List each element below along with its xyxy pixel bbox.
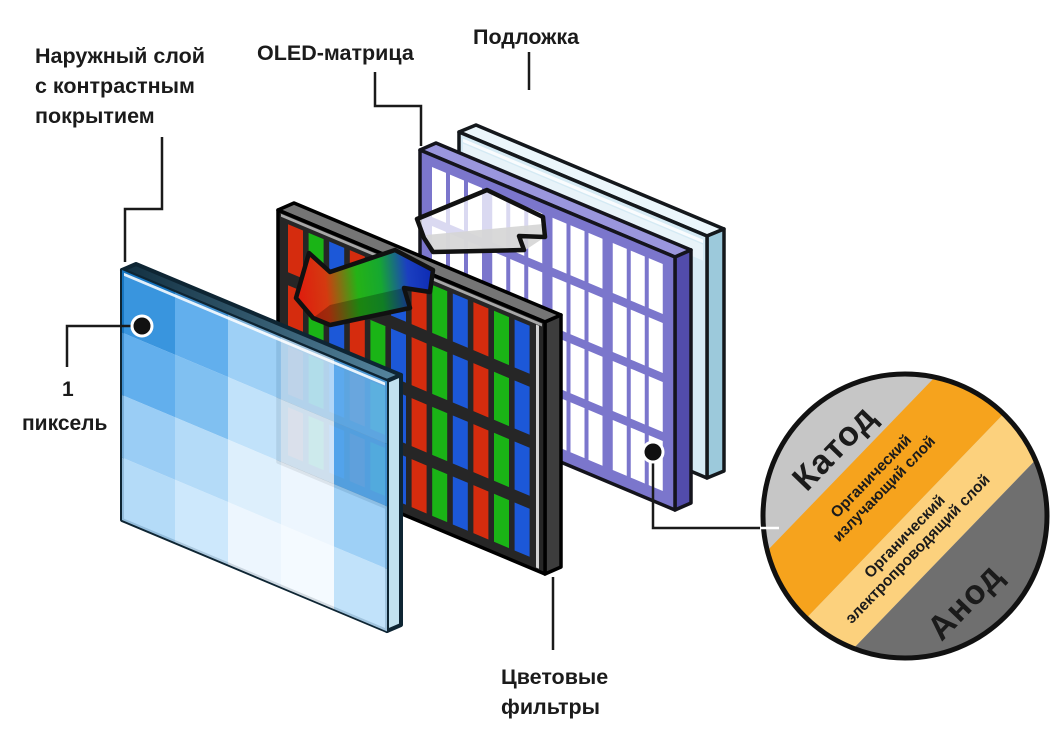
grid-cell (552, 217, 567, 274)
grid-cell (630, 427, 645, 484)
grid-cell (411, 459, 427, 514)
grid-cell (452, 293, 468, 348)
grid-cell (494, 310, 509, 366)
grid-cell (612, 243, 627, 299)
grid-cell (514, 502, 530, 557)
grid-cell (452, 476, 468, 531)
callout-border (760, 371, 1050, 661)
rgb-arrow-underside (313, 288, 410, 325)
grid-cell (630, 250, 645, 307)
grid-cell (648, 376, 663, 433)
leader-outer-layer (123, 137, 164, 262)
grid-cell (648, 317, 663, 374)
grid-cell (228, 377, 281, 462)
leader-oled-matrix (373, 72, 423, 146)
grid-cell (612, 361, 627, 417)
callout-conducting-band (793, 393, 1047, 658)
substrate-label: Подложка (473, 25, 580, 49)
grid-cell (588, 350, 603, 407)
grid-cell (612, 302, 627, 358)
grid-cell (175, 354, 228, 440)
grid-cell (494, 371, 509, 427)
oled-right-side (673, 248, 693, 512)
callout-emitting-band (763, 374, 1024, 632)
grid-cell (349, 311, 365, 366)
grid-cell (514, 380, 530, 435)
leader-one-pixel (65, 324, 142, 367)
grid-cell (411, 398, 427, 453)
grid-cell (391, 328, 406, 383)
grid-cell (648, 258, 663, 315)
grid-cell (175, 479, 228, 565)
glass-right-side (385, 373, 403, 633)
grid-cell (281, 399, 334, 485)
front-glass-panel (120, 262, 403, 633)
outer-layer-label-line2: с контрастным (35, 74, 195, 98)
grid-cell (588, 232, 603, 289)
white-light-arrow (414, 187, 548, 255)
grid-cell (570, 343, 585, 400)
grid-cell (473, 485, 489, 540)
rgb-arrow-outline (293, 247, 436, 328)
grid-cell (334, 484, 387, 569)
grid-cell (570, 284, 585, 341)
outer-layer-label-line3: покрытием (35, 104, 155, 128)
grid-cell (370, 319, 386, 375)
leader-callout (651, 452, 760, 530)
oled-cell-dot (641, 440, 665, 464)
grid-cell (411, 337, 427, 392)
grid-cell (612, 420, 627, 476)
color-filters-label-line1: Цветовые (501, 665, 608, 689)
grid-cell (122, 332, 175, 418)
pixel-dot (130, 314, 154, 338)
outer-layer-label-line1: Наружный слой (35, 44, 205, 68)
grid-cell (334, 421, 387, 507)
one-pixel-label-line2: пиксель (22, 412, 108, 435)
grid-cell (473, 424, 489, 479)
grid-cell (122, 457, 175, 543)
leader-lines (65, 52, 760, 650)
color-filters-label-line2: фильтры (501, 695, 600, 719)
layer-stack-callout: Катод Органический излучающий слой Орган… (760, 371, 1050, 661)
grid-cell (432, 284, 448, 340)
white-arrow-outline (414, 187, 548, 255)
pixel-mosaic (122, 270, 387, 632)
grid-cell (514, 441, 530, 496)
grid-cell (570, 402, 585, 459)
grid-cell (473, 363, 489, 418)
grid-cell (514, 319, 530, 374)
glass-inner-highlight (124, 272, 385, 386)
grid-cell (288, 224, 303, 279)
grid-cell (588, 409, 603, 466)
grid-cell (452, 354, 468, 409)
grid-cell (630, 368, 645, 425)
grid-cell (281, 524, 334, 610)
grid-cell (630, 309, 645, 366)
grid-cell (494, 493, 509, 549)
one-pixel-label-line1: 1 (62, 378, 74, 401)
white-arrow-underside (426, 224, 545, 253)
grid-cell (281, 461, 334, 547)
grid-cell (122, 395, 175, 480)
grid-cell (175, 417, 228, 503)
rgb-arrow-body (296, 250, 433, 325)
grid-cell (494, 432, 509, 488)
grid-cell (228, 439, 281, 525)
oled-matrix-label: OLED-матрица (257, 41, 415, 65)
grid-cell (570, 225, 585, 282)
grid-cell (473, 302, 489, 357)
grid-cell (432, 467, 448, 523)
grid-cell (452, 415, 468, 470)
grid-cell (228, 502, 281, 587)
grid-cell (432, 345, 448, 401)
grid-cell (334, 546, 387, 632)
callout-anode-band (833, 431, 1047, 658)
grid-cell (432, 406, 448, 462)
substrate-right-side (705, 227, 726, 480)
rgb-light-arrow (293, 247, 436, 328)
filter-right-side (543, 313, 563, 576)
grid-cell (588, 291, 603, 348)
